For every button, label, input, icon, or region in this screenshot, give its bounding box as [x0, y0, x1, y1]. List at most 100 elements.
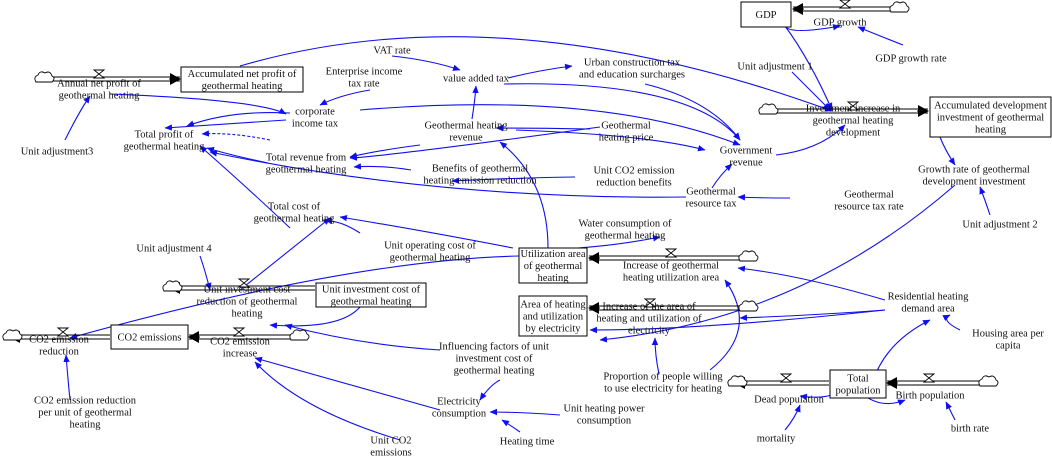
- annual-net-profit-cloud-icon: [34, 71, 55, 83]
- area-electricity-stock-box: [518, 295, 588, 337]
- corporate-income-tax-variable-line-1: corporate: [295, 107, 335, 118]
- dead-population-valve-icon: [779, 373, 793, 383]
- government-revenue-variable-line-2: revenue: [729, 158, 763, 169]
- increase-area-electricity-cloud-icon: [738, 300, 759, 312]
- causal-link-40: [942, 314, 961, 331]
- benefits-emission-reduction-variable-line-1: Benefits of geothermal: [432, 164, 528, 175]
- annual-net-profit-pipe: [42, 73, 181, 85]
- increase-area-electricity-pipe: [588, 302, 746, 314]
- geothermal-resource-tax-variable-line-2: resource tax: [685, 199, 737, 210]
- gdp-growth-flow-line-1: GDP growth: [814, 18, 868, 29]
- gdp-stock-box: [740, 1, 792, 28]
- proportion-electricity-variable-line-2: to use electricity for heating: [604, 384, 723, 395]
- value-added-tax-variable-line-1: value added tax: [443, 74, 510, 85]
- heating-time-variable-line-1: Heating time: [500, 437, 555, 448]
- vat-rate-variable-line-1: VAT rate: [373, 46, 411, 57]
- geothermal-resource-tax-variable-line-1: Geothermal: [686, 187, 736, 198]
- unit-heating-power-variable-line-2: consumption: [577, 416, 632, 427]
- increase-area-electricity-flow-line-3: electricity: [628, 326, 671, 337]
- causal-link-38: [239, 217, 331, 291]
- gdp-stock: GDP: [740, 1, 792, 28]
- co2-reduction-per-unit-variable-line-3: heating: [70, 420, 102, 431]
- total-profit-variable-line-1: Total profit of: [135, 130, 194, 141]
- increase-area-electricity-flow-line-1: Increase of the area of: [602, 302, 696, 313]
- accumulated-net-profit-stock-line-2: geothermal heating: [202, 81, 284, 92]
- unit-adjustment-3-variable: Unit adjustment3: [21, 147, 94, 158]
- annual-net-profit-flow-line-1: Annual net profit of: [57, 79, 141, 90]
- causal-link-30: [979, 186, 991, 216]
- total-population-stock-line-2: population: [836, 386, 882, 397]
- causal-link-5: [239, 36, 833, 112]
- birth-population-pipe: [886, 377, 986, 389]
- causal-link-33: [339, 214, 514, 249]
- causal-link-46: [651, 337, 660, 375]
- electricity-consumption-variable-line-1: Electricity: [437, 397, 481, 408]
- geothermal-heating-revenue-variable-line-2: revenue: [449, 133, 483, 144]
- unit-investment-cost-reduction-valve-icon: [237, 278, 251, 288]
- housing-area-per-capita-variable-line-2: capita: [995, 341, 1020, 352]
- utilization-area-stock-line-1: Utilization area: [520, 249, 585, 260]
- total-revenue-variable-line-2: geothermal heating: [266, 165, 348, 176]
- co2-reduction-per-unit-variable-line-1: CO2 emission reduction: [34, 396, 137, 407]
- causal-link-26: [737, 194, 791, 201]
- co2-emission-reduction-valve-icon: [56, 327, 70, 337]
- utilization-area-stock-line-3: heating: [538, 273, 570, 284]
- causal-link-44: [599, 184, 956, 343]
- co2-emission-increase-flow-line-1: CO2 emission: [210, 337, 271, 348]
- increase-utilization-area-cloud-icon: [738, 250, 759, 262]
- accumulated-dev-investment-stock-line-1: Accumulated development: [934, 101, 1047, 112]
- causal-link-9: [644, 83, 741, 141]
- total-revenue-variable-line-1: Total revenue from: [266, 153, 346, 164]
- geothermal-heating-price-variable-line-1: Geothermal: [601, 121, 651, 132]
- causal-link-36: [69, 255, 520, 340]
- investment-increase-flow-line-2: geothermal heating: [813, 116, 895, 127]
- residential-heating-demand-variable-line-1: Residential heating: [888, 292, 970, 303]
- birth-rate-variable-line-1: birth rate: [951, 424, 990, 435]
- causal-link-28: [711, 163, 733, 189]
- causal-link-2: [784, 25, 833, 111]
- geothermal-heating-price-variable-line-2: heating price: [599, 133, 654, 144]
- co2-emission-increase-cloud-icon: [289, 329, 310, 341]
- causal-link-12: [164, 119, 287, 131]
- enterprise-income-tax-rate-variable-line-2: tax rate: [348, 79, 380, 90]
- causal-link-3: [857, 26, 904, 46]
- mortality-variable: mortality: [757, 434, 796, 445]
- birth-population-valve-icon: [922, 373, 936, 383]
- mortality-variable-line-1: mortality: [757, 434, 796, 445]
- co2-emissions-stock: CO2 emissions: [110, 324, 189, 350]
- causal-link-17: [495, 124, 591, 132]
- accumulated-dev-investment-stock-line-2: investment of geothermal: [937, 113, 1044, 124]
- causal-link-45: [284, 323, 441, 351]
- causal-link-7: [507, 63, 573, 79]
- causal-link-20: [349, 126, 601, 161]
- urban-construction-tax-variable-line-1: Urban construction tax: [584, 58, 681, 69]
- co2-emission-increase-valve-icon: [232, 327, 246, 337]
- investment-increase-valve-icon: [846, 101, 860, 111]
- causal-link-25: [209, 150, 687, 198]
- causal-link-27: [775, 124, 846, 156]
- dead-population-cloud-icon: [727, 375, 748, 387]
- corporate-income-tax-variable-line-2: income tax: [292, 119, 339, 130]
- causal-link-8: [503, 83, 741, 141]
